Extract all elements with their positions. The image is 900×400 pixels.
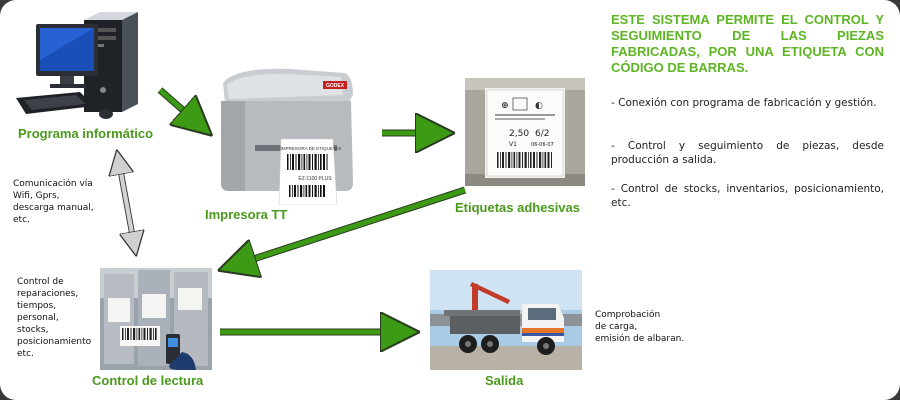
info-bullet-3: - Control de stocks, inventarios, posici… <box>611 183 884 209</box>
reader-photo <box>100 268 212 370</box>
sticker-photo: ⊕ ◐ 2,50 6/2 V1 06-06-07 <box>465 78 585 186</box>
printer-icon: GODEX IMPRESORA DE ETIQUETAS EZ-1100 PLU… <box>221 68 353 205</box>
arrow-programa-control-bidirectional <box>119 162 134 244</box>
info-bullet-2: - Control y seguimiento de piezas, desde… <box>611 140 884 166</box>
sticker-line1: 2,50 <box>509 129 529 139</box>
printer-model: EZ-1100 PLUS <box>298 176 332 182</box>
note-comprobacion: Comprobación de carga, emisión de albara… <box>595 310 685 344</box>
truck-photo <box>430 270 582 370</box>
note-comunicacion: Comunicación vía Wifi, Gprs, descarga ma… <box>13 179 94 225</box>
sticker-line2: 6/2 <box>535 129 549 139</box>
label-salida: Salida <box>485 373 524 388</box>
label-etiquetas: Etiquetas adhesivas <box>455 200 580 215</box>
arrow-programa-to-impresora <box>157 87 201 126</box>
sticker-code: V1 <box>509 141 517 148</box>
svg-text:⊕: ⊕ <box>501 101 509 111</box>
svg-text:◐: ◐ <box>535 101 543 111</box>
computer-icon <box>16 12 138 119</box>
note-control-reparaciones: Control de reparaciones, tiempos, person… <box>17 277 92 359</box>
label-impresora: Impresora TT <box>205 207 288 222</box>
info-bullet-1: - Conexión con programa de fabricación y… <box>611 97 877 109</box>
label-programa: Programa informático <box>18 126 154 141</box>
arrow-etiquetas-to-control <box>232 186 467 266</box>
printer-label-text: IMPRESORA DE ETIQUETAS <box>281 146 342 151</box>
info-title: ESTE SISTEMA PERMITE EL CONTROL Y SEGUIM… <box>611 12 884 75</box>
printer-brand: GODEX <box>326 83 345 89</box>
label-control: Control de lectura <box>92 373 204 388</box>
sticker-date: 06-06-07 <box>531 142 554 148</box>
